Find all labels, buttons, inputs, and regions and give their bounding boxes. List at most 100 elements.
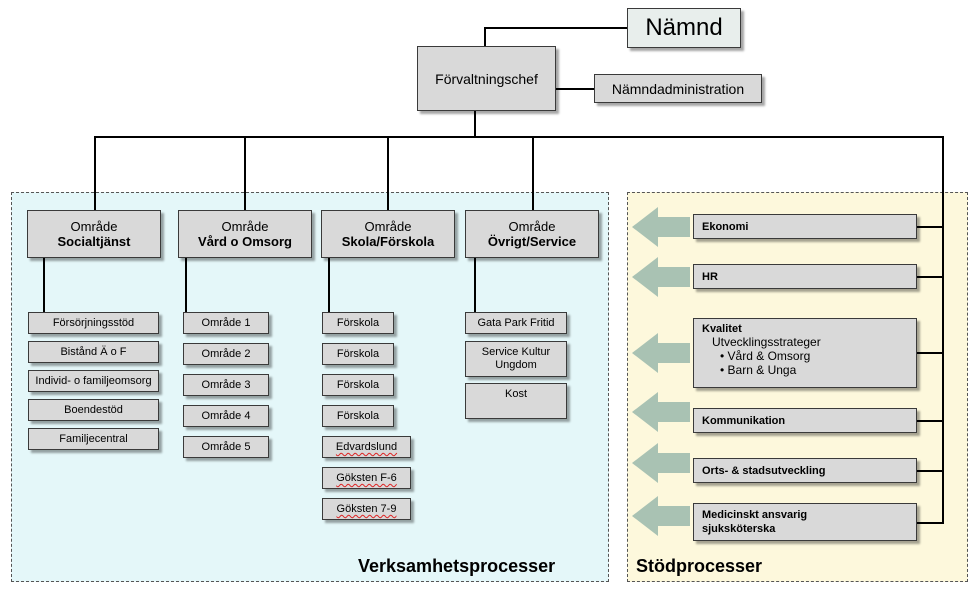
area-title: Område <box>70 219 118 234</box>
unit-box: Område 4 <box>183 405 269 427</box>
kvalitet-item: • Vård & Omsorg <box>720 349 811 363</box>
unit-label: Gata Park Fritid <box>477 317 555 329</box>
kvalitet-item-label: Barn & Unga <box>727 363 797 377</box>
area-title: Område <box>508 219 556 234</box>
connector <box>917 420 943 422</box>
unit-label: Kost <box>504 388 527 400</box>
unit-label: Bistånd Ä o F <box>60 346 127 358</box>
connector <box>917 226 943 228</box>
unit-box: Familjecentral <box>28 428 159 450</box>
unit-label: Försörjningsstöd <box>52 317 135 329</box>
support-kommunikation: Kommunikation <box>693 408 917 433</box>
unit-label: Område 2 <box>201 348 251 360</box>
unit-label: Förskola <box>336 317 380 329</box>
unit-box: Område 1 <box>183 312 269 334</box>
arrow-left-icon <box>632 496 690 536</box>
unit-label: Service Kultur Ungdom <box>481 346 551 371</box>
support-label: Orts- & stadsutveckling <box>702 464 826 477</box>
unit-box: Område 2 <box>183 343 269 365</box>
connector <box>942 136 944 524</box>
unit-box: Service Kultur Ungdom <box>465 341 567 377</box>
connector <box>94 136 96 210</box>
kvalitet-item: • Barn & Unga <box>720 363 797 377</box>
unit-box: Försörjningsstöd <box>28 312 159 334</box>
unit-label: Individ- o familjeomsorg <box>35 375 152 387</box>
unit-box: Göksten 7-9 <box>322 498 411 520</box>
unit-box: Bistånd Ä o F <box>28 341 159 363</box>
area-skola-forskola: Område Skola/Förskola <box>321 210 455 258</box>
unit-box: Individ- o familjeomsorg <box>28 370 159 392</box>
namndadministration-label: Nämndadministration <box>611 80 745 97</box>
unit-label: Förskola <box>336 379 380 391</box>
unit-box: Kost <box>465 383 567 419</box>
connector <box>185 258 187 314</box>
area-name: Socialtjänst <box>57 234 131 249</box>
support-hr: HR <box>693 264 917 289</box>
namnd-box: Nämnd <box>627 8 741 48</box>
forvaltningschef-label: Förvaltningschef <box>435 70 538 87</box>
connector <box>43 258 45 314</box>
unit-label: Förskola <box>336 348 380 360</box>
support-label: Ekonomi <box>702 220 749 233</box>
area-socialtjanst: Område Socialtjänst <box>27 210 161 258</box>
unit-box: Göksten F-6 <box>322 467 411 489</box>
connector <box>387 136 389 210</box>
connector <box>474 258 476 314</box>
connector <box>556 88 594 90</box>
unit-label: Område 1 <box>201 317 251 329</box>
kvalitet-sub: Utvecklingsstrateger <box>712 335 821 349</box>
unit-box: Förskola <box>322 374 394 396</box>
support-kvalitet: Kvalitet Utvecklingsstrateger • Vård & O… <box>693 318 917 388</box>
arrows-layer <box>632 207 690 536</box>
connector <box>474 111 476 137</box>
connector <box>484 27 627 29</box>
unit-label: Område 3 <box>201 379 251 391</box>
unit-box: Förskola <box>322 405 394 427</box>
kvalitet-item-label: Vård & Omsorg <box>727 349 811 363</box>
unit-box: Boendestöd <box>28 399 159 421</box>
support-label: HR <box>702 270 718 283</box>
connector <box>917 276 943 278</box>
arrow-left-icon <box>632 257 690 297</box>
unit-box: Område 5 <box>183 436 269 458</box>
unit-label: Göksten 7-9 <box>336 503 397 515</box>
connector <box>94 136 944 138</box>
connector <box>917 470 943 472</box>
unit-box: Område 3 <box>183 374 269 396</box>
unit-box: Edvardslund <box>322 436 411 458</box>
support-label-2: sjuksköterska <box>702 523 776 535</box>
verksamhetsprocesser-label: Verksamhetsprocesser <box>358 556 556 576</box>
arrow-left-icon <box>632 333 690 373</box>
area-ovrigt-service: Område Övrigt/Service <box>465 210 599 258</box>
support-label: Kvalitet <box>702 323 742 335</box>
area-title: Område <box>364 219 412 234</box>
support-label: Medicinskt ansvarig <box>702 509 808 521</box>
unit-label: Område 5 <box>201 441 251 453</box>
area-name: Vård o Omsorg <box>198 234 292 249</box>
unit-label: Edvardslund <box>335 441 398 453</box>
support-ekonomi: Ekonomi <box>693 214 917 239</box>
forvaltningschef-box: Förvaltningschef <box>417 46 556 111</box>
connector <box>484 27 486 48</box>
area-name: Övrigt/Service <box>487 234 577 249</box>
arrow-left-icon <box>632 443 690 483</box>
connector <box>917 352 943 354</box>
namnd-label: Nämnd <box>645 14 723 41</box>
area-vard-omsorg: Område Vård o Omsorg <box>178 210 312 258</box>
area-name: Skola/Förskola <box>341 234 435 249</box>
support-medicinskt: Medicinskt ansvarig sjuksköterska <box>693 503 917 541</box>
unit-label: Boendestöd <box>64 404 123 416</box>
support-orts: Orts- & stadsutveckling <box>693 458 917 483</box>
unit-label: Förskola <box>336 410 380 422</box>
unit-label: Göksten F-6 <box>336 472 397 484</box>
unit-label: Familjecentral <box>59 433 128 445</box>
stodprocesser-label: Stödprocesser <box>636 556 763 576</box>
namndadministration-box: Nämndadministration <box>594 74 762 103</box>
arrow-left-icon <box>632 392 690 432</box>
area-title: Område <box>221 219 269 234</box>
connector <box>244 136 246 210</box>
connector <box>917 522 943 524</box>
unit-box: Förskola <box>322 312 394 334</box>
arrow-left-icon <box>632 207 690 247</box>
connector <box>532 136 534 210</box>
